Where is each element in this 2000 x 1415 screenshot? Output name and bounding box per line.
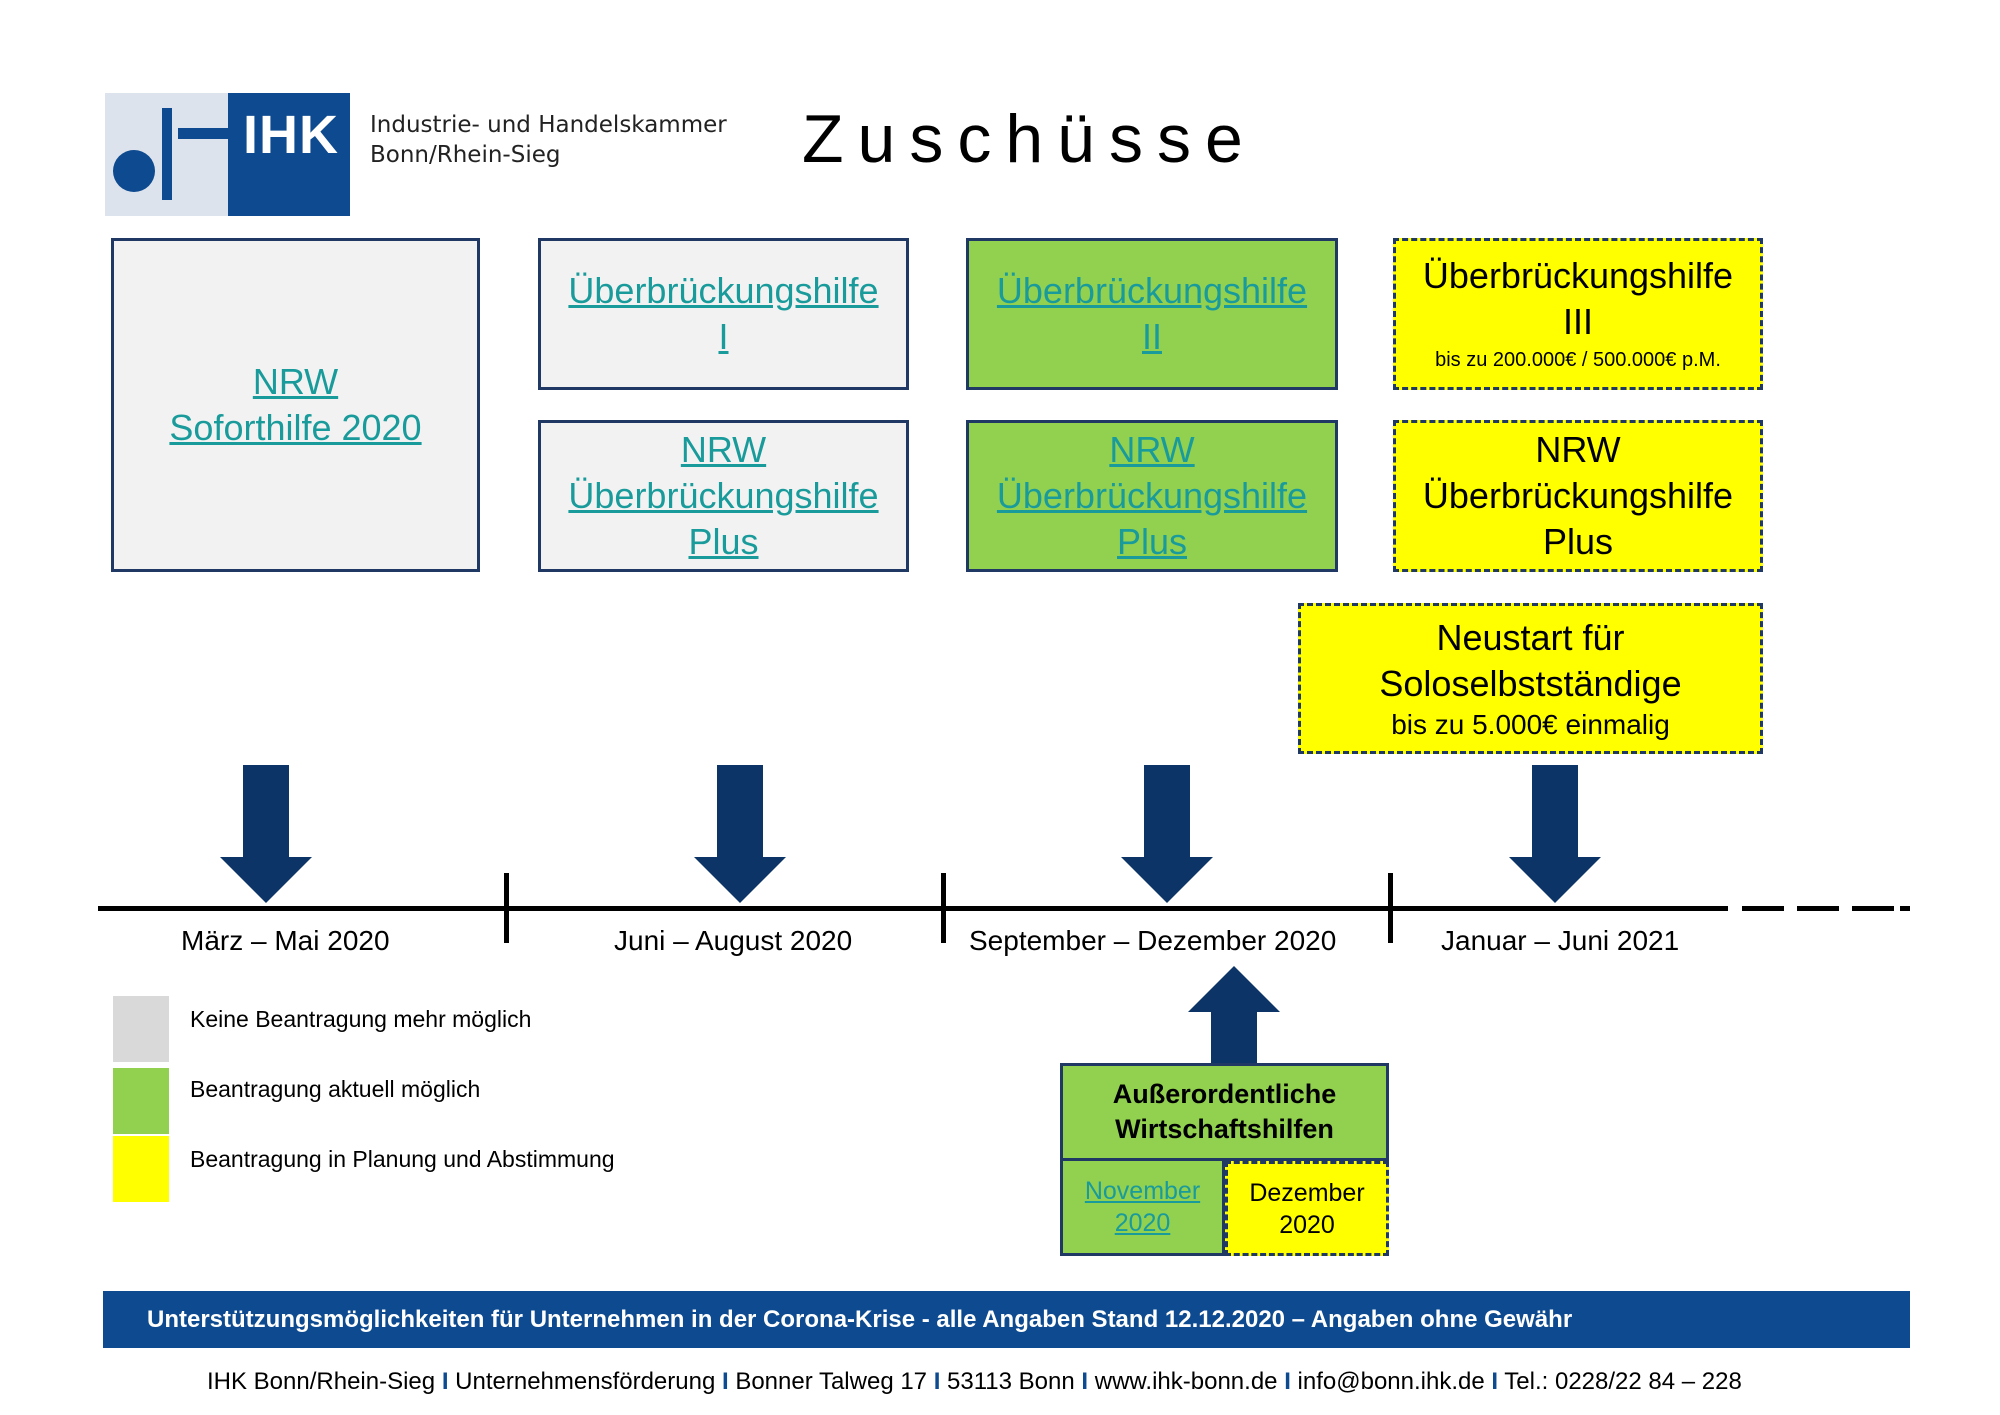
dezember-line-2: 2020: [1279, 1210, 1335, 1239]
nrwplus3-line-3: Plus: [1542, 521, 1614, 562]
timeline-dash-3: [1852, 906, 1894, 911]
arrow-down-shaft-4: [1532, 765, 1578, 859]
aow-title-line-1: Außerordentliche: [1112, 1079, 1337, 1109]
november-line-2[interactable]: 2020: [1114, 1209, 1171, 1237]
nrwplus2-line-2[interactable]: Überbrückungshilfe: [996, 475, 1308, 516]
contact-email[interactable]: info@bonn.ihk.de: [1297, 1368, 1485, 1395]
box-neustart-soloselbststaendige: Neustart für Soloselbstständige bis zu 5…: [1298, 603, 1763, 754]
contact-separator: I: [1284, 1368, 1291, 1395]
box-nrw-plus-3: NRW Überbrückungshilfe Plus: [1393, 420, 1763, 572]
nrwplus2-line-1[interactable]: NRW: [1109, 429, 1195, 470]
contact-city: 53113 Bonn: [947, 1368, 1075, 1395]
legend-label-2: Beantragung aktuell möglich: [190, 1076, 481, 1102]
dezember-line-1: Dezember: [1249, 1178, 1365, 1207]
arrow-down-icon-2: [694, 857, 786, 903]
legend-swatch-yellow: [113, 1136, 169, 1202]
contact-phone: Tel.: 0228/22 84 – 228: [1504, 1368, 1742, 1395]
ueb3-line-1: Überbrückungshilfe: [1422, 255, 1734, 296]
nrwplus1-line-1[interactable]: NRW: [680, 429, 767, 470]
box-november-2020[interactable]: November 2020: [1060, 1158, 1225, 1256]
ueb3-line-2: III: [1562, 301, 1593, 342]
aow-title-line-2: Wirtschaftshilfen: [1115, 1114, 1334, 1144]
arrow-up-shaft: [1211, 1010, 1257, 1064]
box-nrw-plus-1[interactable]: NRW Überbrückungshilfe Plus: [538, 420, 909, 572]
arrow-down-icon-3: [1121, 857, 1213, 903]
contact-department: Unternehmensförderung: [455, 1368, 716, 1395]
box-dezember-2020: Dezember 2020: [1225, 1161, 1389, 1256]
arrow-down-shaft-3: [1144, 765, 1190, 859]
neustart-line-1: Neustart für: [1436, 616, 1625, 658]
timeline-tick-3: [1388, 873, 1393, 943]
footer-banner: Unterstützungsmöglichkeiten für Unterneh…: [103, 1291, 1910, 1348]
contact-separator: I: [1491, 1368, 1499, 1395]
nrwplus3-line-1: NRW: [1535, 429, 1621, 470]
page-title: Zuschüsse: [802, 101, 1257, 177]
nrwplus3-line-2: Überbrückungshilfe: [1422, 475, 1734, 516]
arrow-down-shaft-1: [243, 765, 289, 859]
nrwplus2-line-3[interactable]: Plus: [1116, 521, 1188, 562]
organization-name: Industrie- und Handelskammer Bonn/Rhein-…: [370, 110, 727, 170]
ihk-logo-dot: [113, 150, 155, 192]
arrow-down-shaft-2: [717, 765, 763, 859]
ihk-logo-blue-panel: [228, 93, 350, 216]
ueb1-line-2[interactable]: I: [718, 316, 729, 357]
legend-swatch-grey: [113, 996, 169, 1062]
box-nrw-soforthilfe[interactable]: NRW Soforthilfe 2020: [111, 238, 480, 572]
period-label-4: Januar – Juni 2021: [1441, 925, 1680, 956]
arrow-down-icon-1: [220, 857, 312, 903]
contact-separator: I: [721, 1368, 729, 1395]
soforthilfe-line-1[interactable]: NRW: [252, 361, 339, 402]
arrow-down-icon-4: [1509, 857, 1601, 903]
timeline-dash-end: [1900, 906, 1910, 911]
box-ausserordentliche-wirtschaftshilfen: Außerordentliche Wirtschaftshilfen: [1060, 1063, 1389, 1161]
arrow-up-icon: [1188, 966, 1280, 1012]
timeline-tick-2: [941, 873, 946, 943]
org-line-1: Industrie- und Handelskammer: [370, 112, 727, 138]
ihk-logo-text: IHK: [243, 105, 339, 165]
contact-separator: I: [1081, 1368, 1089, 1395]
contact-separator: I: [441, 1368, 449, 1395]
ueb3-note: bis zu 200.000€ / 500.000€ p.M.: [1435, 349, 1721, 371]
period-label-3: September – Dezember 2020: [969, 925, 1337, 956]
box-ueberbrueckungshilfe-1[interactable]: Überbrückungshilfe I: [538, 238, 909, 390]
contact-org: IHK Bonn/Rhein-Sieg: [207, 1368, 436, 1395]
contact-website[interactable]: www.ihk-bonn.de: [1094, 1368, 1278, 1395]
timeline-axis: [98, 906, 1728, 911]
legend-swatch-green: [113, 1068, 169, 1134]
box-ueberbrueckungshilfe-2[interactable]: Überbrückungshilfe II: [966, 238, 1338, 390]
period-label-1: März – Mai 2020: [181, 925, 390, 956]
contact-separator: I: [933, 1368, 941, 1395]
ueb2-line-1[interactable]: Überbrückungshilfe: [996, 270, 1308, 311]
ihk-logo-dash: [178, 128, 228, 139]
box-ueberbrueckungshilfe-3: Überbrückungshilfe III bis zu 200.000€ /…: [1393, 238, 1763, 390]
nrwplus1-line-3[interactable]: Plus: [688, 521, 759, 562]
box-nrw-plus-2[interactable]: NRW Überbrückungshilfe Plus: [966, 420, 1338, 572]
ueb2-line-2[interactable]: II: [1141, 316, 1162, 357]
ueb1-line-1[interactable]: Überbrückungshilfe: [568, 270, 879, 311]
timeline-tick-1: [504, 873, 509, 943]
period-label-2: Juni – August 2020: [614, 925, 853, 956]
contact-street: Bonner Talweg 17: [735, 1368, 928, 1395]
neustart-line-2: Soloselbstständige: [1379, 662, 1682, 704]
ihk-logo-bar: [162, 108, 172, 200]
legend-label-3: Beantragung in Planung und Abstimmung: [190, 1146, 615, 1172]
nrwplus1-line-2[interactable]: Überbrückungshilfe: [568, 475, 879, 516]
org-line-2: Bonn/Rhein-Sieg: [370, 142, 561, 168]
timeline-dash-1: [1742, 906, 1784, 911]
timeline-dash-2: [1797, 906, 1839, 911]
legend-label-1: Keine Beantragung mehr möglich: [190, 1006, 532, 1032]
neustart-note: bis zu 5.000€ einmalig: [1391, 708, 1670, 740]
footer-contact: IHK Bonn/Rhein-Sieg I Unternehmensförder…: [207, 1368, 1742, 1396]
november-line-1[interactable]: November: [1084, 1177, 1201, 1205]
soforthilfe-line-2[interactable]: Soforthilfe 2020: [169, 407, 422, 448]
